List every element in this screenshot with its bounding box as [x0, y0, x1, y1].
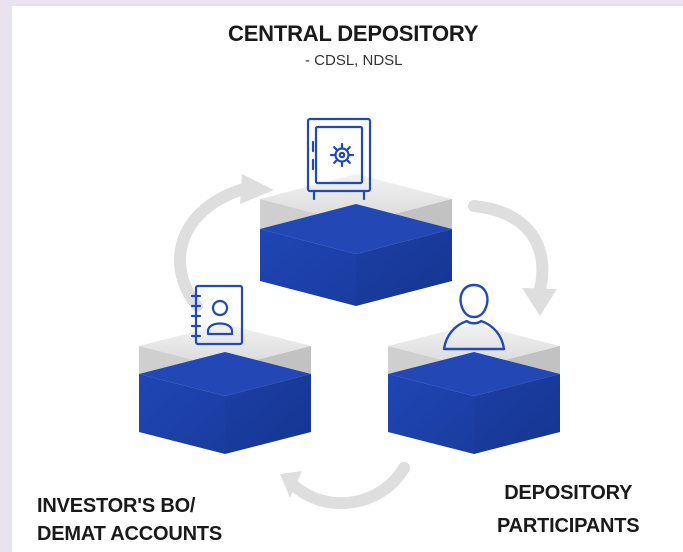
depository-participants-cube	[388, 324, 560, 454]
participants-label-line-2: PARTICIPANTS	[497, 515, 640, 537]
central-depository-cube	[260, 174, 452, 306]
depository-cycle-diagram	[139, 117, 560, 510]
arrow-central-to-participants	[468, 200, 549, 299]
safe-icon	[306, 117, 372, 201]
cycle-arrows	[174, 174, 557, 510]
contact-book-icon	[190, 284, 244, 346]
central-depository-subtitle: - CDSL, NDSL	[305, 52, 403, 69]
participants-label-line-1: DEPOSITORY	[504, 482, 633, 504]
arrow-investor-to-central	[174, 182, 253, 312]
investor-label-line-1: INVESTOR'S BO/	[37, 495, 196, 517]
depository-participants-label: DEPOSITORY PARTICIPANTS	[497, 477, 640, 543]
investor-accounts-label: INVESTOR'S BO/ DEMAT ACCOUNTS	[37, 492, 222, 548]
arrow-investor-to-central-head	[240, 174, 274, 204]
diagram-canvas: CENTRAL DEPOSITORY - CDSL, NDSL INVESTOR…	[12, 6, 683, 552]
central-depository-title: CENTRAL DEPOSITORY	[228, 21, 479, 46]
arrow-participants-to-investor	[286, 462, 410, 510]
investor-accounts-cube	[139, 324, 311, 454]
investor-label-line-2: DEMAT ACCOUNTS	[37, 523, 222, 545]
arrow-central-to-participants-head	[522, 288, 557, 316]
user-icon	[442, 283, 506, 351]
arrow-participants-to-investor-head	[280, 471, 302, 498]
